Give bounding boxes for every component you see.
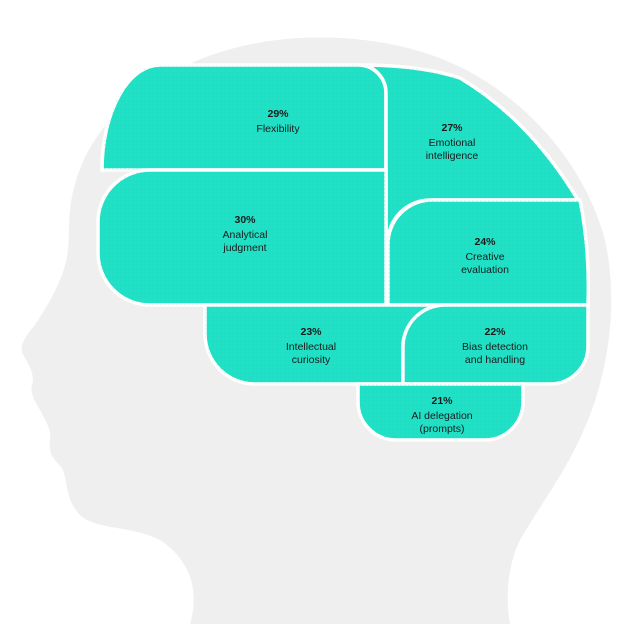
- ai-delegation-percent: 21%: [431, 395, 453, 407]
- region-ai-delegation: [356, 382, 525, 442]
- bias-detection-label-line2: and handling: [465, 354, 525, 366]
- label-creative-evaluation: 24% Creative evaluation: [461, 236, 509, 276]
- region-flexibility: [100, 63, 388, 172]
- label-flexibility: 29% Flexibility: [256, 108, 300, 135]
- ai-delegation-label-line1: AI delegation: [411, 410, 472, 422]
- intellectual-curiosity-percent: 23%: [300, 326, 322, 338]
- label-bias-detection: 22% Bias detection and handling: [462, 326, 528, 366]
- analytical-judgment-label-line1: Analytical: [223, 229, 268, 241]
- label-emotional-intelligence: 27% Emotional intelligence: [426, 122, 479, 162]
- label-ai-delegation: 21% AI delegation (prompts): [411, 395, 472, 435]
- analytical-judgment-label-line2: judgment: [222, 242, 266, 254]
- emotional-intelligence-label-line1: Emotional: [429, 137, 476, 149]
- region-bias-detection: [401, 303, 590, 386]
- label-intellectual-curiosity: 23% Intellectual curiosity: [286, 326, 336, 366]
- region-intellectual-curiosity: [203, 303, 446, 386]
- creative-evaluation-label-line1: Creative: [465, 251, 504, 263]
- ai-delegation-label-line2: (prompts): [420, 423, 465, 435]
- flexibility-label: Flexibility: [256, 123, 300, 135]
- region-analytical-judgment: [96, 168, 388, 307]
- emotional-intelligence-label-line2: intelligence: [426, 150, 479, 162]
- creative-evaluation-label-line2: evaluation: [461, 264, 509, 276]
- analytical-judgment-percent: 30%: [234, 214, 256, 226]
- creative-evaluation-percent: 24%: [474, 236, 496, 248]
- label-analytical-judgment: 30% Analytical judgment: [222, 214, 267, 254]
- emotional-intelligence-percent: 27%: [441, 122, 463, 134]
- region-creative-evaluation: [386, 198, 591, 307]
- bias-detection-label-line1: Bias detection: [462, 341, 528, 353]
- intellectual-curiosity-label-line2: curiosity: [292, 354, 331, 366]
- intellectual-curiosity-label-line1: Intellectual: [286, 341, 336, 353]
- bias-detection-percent: 22%: [484, 326, 506, 338]
- flexibility-percent: 29%: [267, 108, 289, 120]
